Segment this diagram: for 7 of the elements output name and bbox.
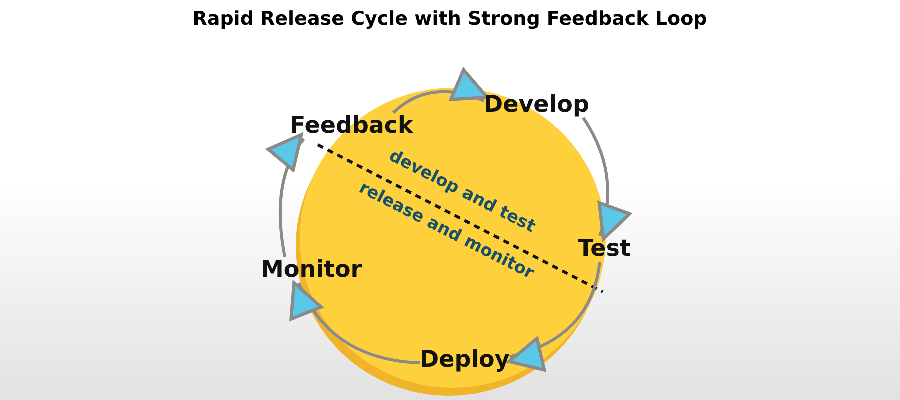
cycle-arrow <box>292 282 420 364</box>
cycle-arrow <box>509 262 602 370</box>
cycle-arrow <box>268 134 306 258</box>
title: Rapid Release Cycle with Strong Feedback Loop <box>192 8 708 30</box>
stage-label: Deploy <box>420 347 510 373</box>
cycle-arrow <box>582 117 630 240</box>
cycle-arrow <box>392 70 488 114</box>
